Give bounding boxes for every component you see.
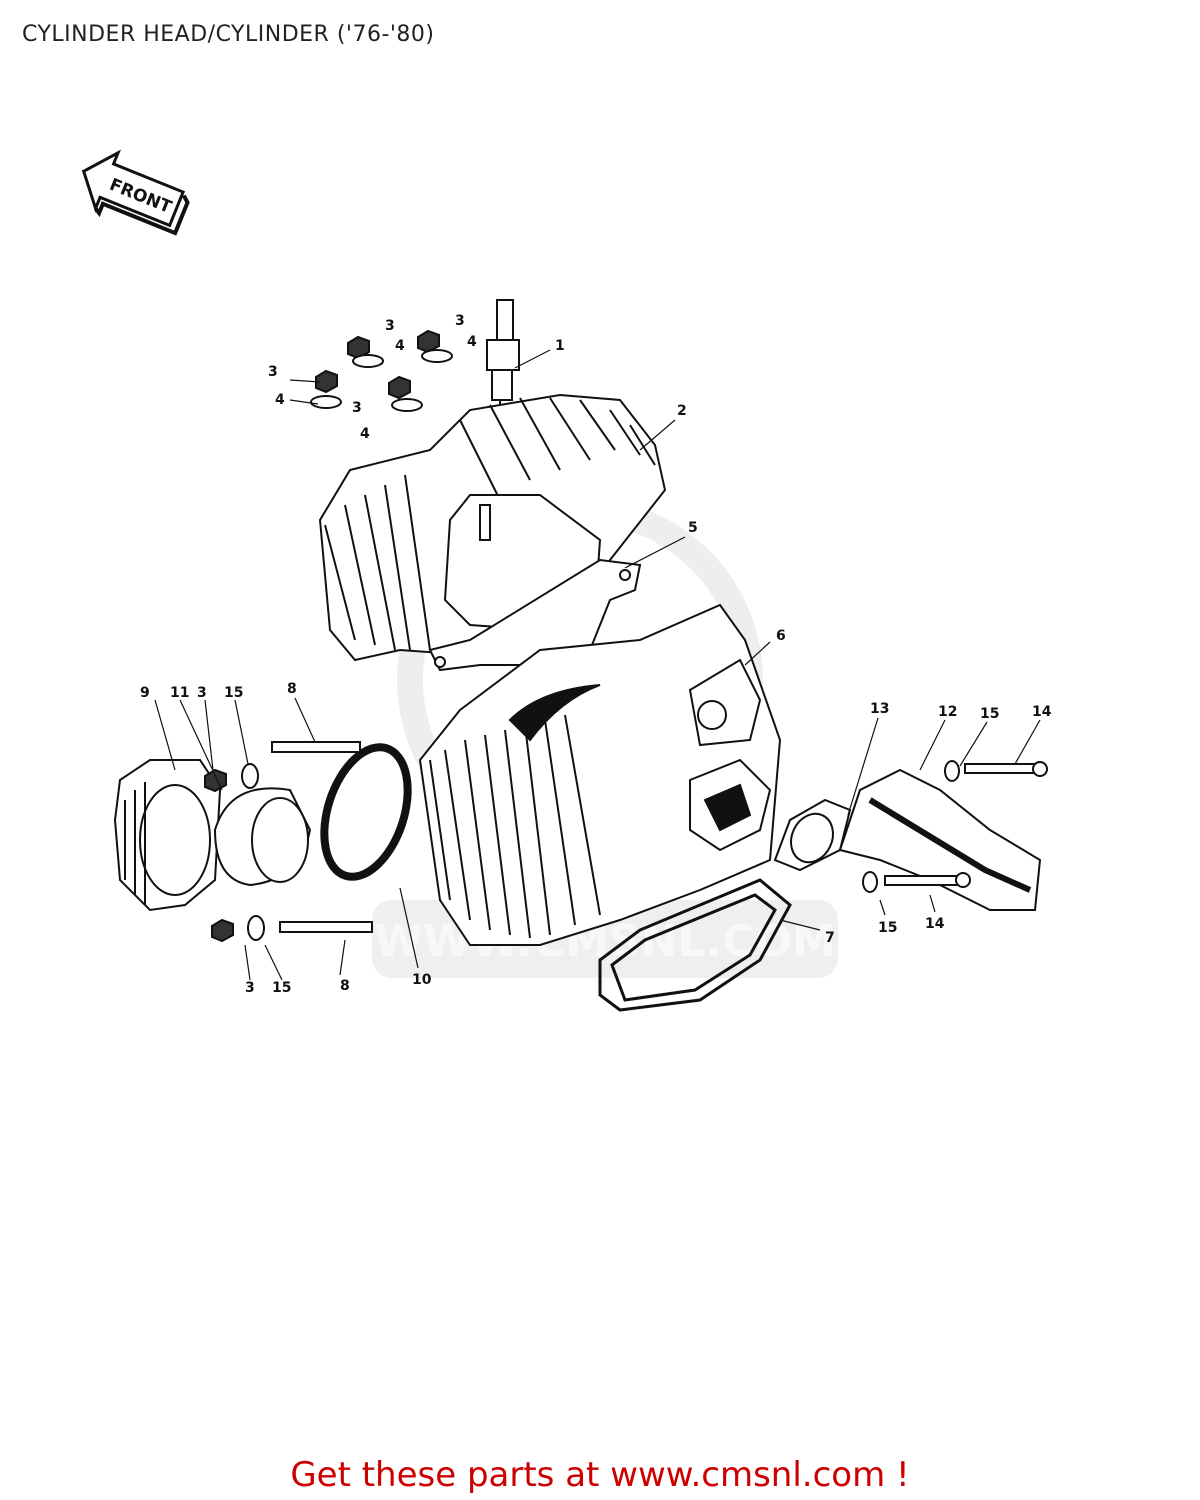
callout-4c: 4 <box>275 392 285 408</box>
spark-plug <box>486 299 520 408</box>
callout-4b: 4 <box>467 334 477 350</box>
callout-15a: 15 <box>224 685 243 701</box>
callout-8a: 8 <box>287 681 297 697</box>
callout-14b: 14 <box>925 916 945 932</box>
callout-4d: 4 <box>360 426 370 442</box>
callout-labels: 1 2 3 3 3 3 4 4 4 4 5 6 7 8 8 9 10 11 3 … <box>140 313 1052 996</box>
callout-13: 13 <box>870 701 889 717</box>
bolts <box>862 760 1048 893</box>
callout-11: 11 <box>170 685 189 701</box>
intake-manifold <box>838 768 1042 911</box>
front-arrow-icon: FRONT <box>81 149 190 236</box>
head-gasket <box>428 558 642 672</box>
clamp-ring <box>213 787 312 887</box>
intake-gasket <box>773 798 852 872</box>
o-ring <box>320 743 412 881</box>
callout-15d: 15 <box>878 920 897 936</box>
callout-14a: 14 <box>1032 704 1052 720</box>
callout-8b: 8 <box>340 978 350 994</box>
callout-4a: 4 <box>395 338 405 354</box>
studs <box>204 741 373 943</box>
base-gasket <box>598 878 792 1012</box>
carburetor-holder <box>113 759 222 912</box>
callout-6: 6 <box>776 628 786 644</box>
callout-15c: 15 <box>980 706 999 722</box>
nuts-and-washers <box>310 329 453 412</box>
callout-3a: 3 <box>385 318 395 334</box>
callout-2: 2 <box>677 403 687 419</box>
cylinder <box>418 603 782 946</box>
get-parts-link[interactable]: Get these parts at www.cmsnl.com ! <box>290 1455 910 1495</box>
callout-1: 1 <box>555 338 565 354</box>
page-title: CYLINDER HEAD/CYLINDER ('76-'80) <box>22 22 435 47</box>
cylinder-head <box>318 393 667 662</box>
callout-3e: 3 <box>197 685 207 701</box>
callout-3b: 3 <box>455 313 465 329</box>
callout-5: 5 <box>688 520 698 536</box>
callout-9: 9 <box>140 685 150 701</box>
callout-3d: 3 <box>352 400 362 416</box>
callout-3c: 3 <box>268 364 278 380</box>
callout-10: 10 <box>412 972 432 988</box>
callout-15b: 15 <box>272 980 291 996</box>
callout-7: 7 <box>825 930 835 946</box>
exploded-parts-diagram: WWW.CMSNL.COM FRONT <box>81 149 1052 1012</box>
leader-lines <box>154 349 1041 981</box>
callout-3f: 3 <box>245 980 255 996</box>
callout-12: 12 <box>938 704 957 720</box>
